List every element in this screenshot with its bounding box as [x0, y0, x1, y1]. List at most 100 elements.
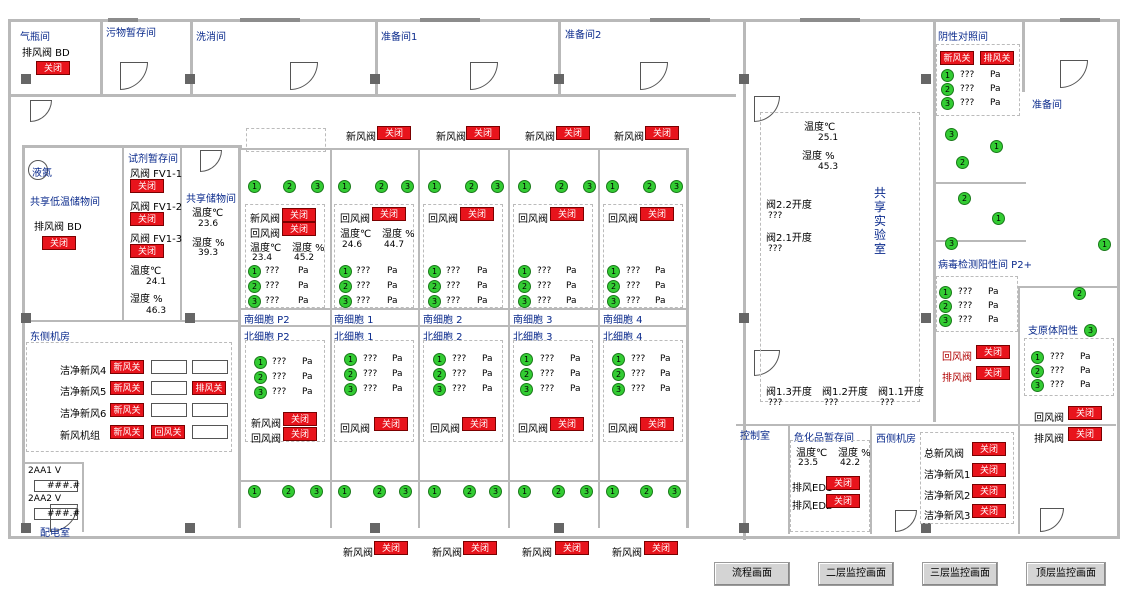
pressure-unit: Pa [482, 369, 493, 379]
north-cell4-return-button[interactable]: 关闭 [640, 417, 674, 431]
south-p2-return-button[interactable]: 关闭 [282, 222, 316, 236]
gas-exhaust-valve-button[interactable]: 关闭 [36, 61, 70, 75]
sensor-indicator: 3 [401, 180, 414, 193]
neg-control-panel [936, 44, 1020, 116]
exhaust-ed2-button[interactable]: 关闭 [826, 494, 860, 508]
pressure-unit: Pa [660, 369, 671, 379]
exhaust-valve-label: 排风阀 [942, 373, 972, 384]
pressure-value: ??? [356, 266, 371, 276]
room-north-p2: 北细胞 P2 [244, 332, 290, 343]
door-arc [120, 62, 148, 90]
myco-return-button[interactable]: 关闭 [1068, 406, 1102, 420]
sensor-indicator: 1 [941, 69, 954, 82]
sensor-indicator: 3 [310, 485, 323, 498]
south-p2-fresh-button[interactable]: 关闭 [282, 208, 316, 222]
north-cell2-bottom-fresh-button[interactable]: 关闭 [463, 541, 497, 555]
clean-fresh1-label: 洁净新风1 [924, 470, 971, 481]
room-reagent-temp: 试剂暂存间 [128, 154, 178, 165]
floor3-monitor-button[interactable]: 三层监控画面 [922, 562, 998, 586]
cell1-top-fresh-button[interactable]: 关闭 [377, 126, 411, 140]
aa2-value: ###.# [47, 509, 81, 519]
floor2-monitor-button[interactable]: 二层监控画面 [818, 562, 894, 586]
temp-value: 23.4 [252, 253, 273, 263]
flow-screen-button[interactable]: 流程画面 [714, 562, 790, 586]
wall-cell-c [508, 148, 510, 528]
sensor-indicator: 1 [248, 265, 261, 278]
pressure-unit: Pa [298, 296, 309, 306]
return-valve-label: 回风阀 [340, 424, 370, 435]
door-arc [895, 510, 917, 532]
north-p2-return-button[interactable]: 关闭 [283, 427, 317, 441]
north-cell2-return-button[interactable]: 关闭 [462, 417, 496, 431]
clean-fresh3-button[interactable]: 关闭 [972, 504, 1006, 518]
exhaust-ed1-button[interactable]: 关闭 [826, 476, 860, 490]
virus-return-button[interactable]: 关闭 [976, 345, 1010, 359]
return-valve-label: 回风阀 [430, 424, 460, 435]
myco-exhaust-button[interactable]: 关闭 [1068, 427, 1102, 441]
sensor-indicator: 2 [518, 280, 531, 293]
north-cell1-bottom-fresh-button[interactable]: 关闭 [374, 541, 408, 555]
south-cell2-return-button[interactable]: 关闭 [460, 207, 494, 221]
south-cell1-return-button[interactable]: 关闭 [372, 207, 406, 221]
room-hazmat: 危化品暂存间 [794, 433, 854, 444]
cell3-top-fresh-button[interactable]: 关闭 [556, 126, 590, 140]
fv1-1-button[interactable]: 关闭 [130, 179, 164, 193]
north-p2-fresh-button[interactable]: 关闭 [283, 412, 317, 426]
fv1-3-label: 风阀 FV1-3 [130, 234, 183, 245]
cell4-top-fresh-button[interactable]: 关闭 [645, 126, 679, 140]
sensor-indicator: 1 [428, 265, 441, 278]
wall-cell-b [418, 148, 420, 528]
corridor-wall-upper [10, 94, 736, 97]
clean-fresh2-button[interactable]: 关闭 [972, 484, 1006, 498]
sensor-indicator: 2 [956, 156, 969, 169]
pressure-value: ??? [452, 384, 467, 394]
clean-fresh5-button[interactable]: 新风关 [110, 381, 144, 395]
pressure-unit: Pa [387, 296, 398, 306]
sensor-indicator: 2 [465, 180, 478, 193]
north-cell1-return-button[interactable]: 关闭 [374, 417, 408, 431]
humidity-value: 44.7 [384, 240, 405, 250]
sensor-indicator: 1 [339, 265, 352, 278]
p2-top-placeholder [246, 128, 326, 152]
pillar [921, 523, 931, 533]
wall-prep2 [558, 22, 561, 96]
pressure-unit: Pa [990, 70, 1001, 80]
sensor-indicator: 1 [939, 286, 952, 299]
virus-exhaust-button[interactable]: 关闭 [976, 366, 1010, 380]
sensor-indicator: 3 [428, 295, 441, 308]
sensor-indicator: 3 [580, 485, 593, 498]
fv1-2-button[interactable]: 关闭 [130, 212, 164, 226]
fresh-unit-return-button[interactable]: 回风关 [151, 425, 185, 439]
wall-wash [190, 22, 193, 96]
sensor-indicator: 2 [283, 180, 296, 193]
clean-fresh4-button[interactable]: 新风关 [110, 360, 144, 374]
north-cell3-bottom-fresh-button[interactable]: 关闭 [555, 541, 589, 555]
neg-exhaust-off-button[interactable]: 排风关 [980, 51, 1014, 65]
north-cell4-bottom-fresh-button[interactable]: 关闭 [644, 541, 678, 555]
humidity-label: 湿度 % [382, 229, 415, 240]
fv1-3-button[interactable]: 关闭 [130, 244, 164, 258]
room-control: 控制室 [740, 431, 770, 442]
fresh-unit-button[interactable]: 新风关 [110, 425, 144, 439]
total-fresh-button[interactable]: 关闭 [972, 442, 1006, 456]
clean-fresh1-button[interactable]: 关闭 [972, 463, 1006, 477]
pressure-value: ??? [537, 266, 552, 276]
exhaust-ed1-label: 排风ED1 [792, 483, 833, 494]
sensor-indicator: 3 [311, 180, 324, 193]
south-cell3-return-button[interactable]: 关闭 [550, 207, 584, 221]
sensor-indicator: 2 [520, 368, 533, 381]
wall-cells-right [686, 148, 689, 528]
clean-fresh6-button[interactable]: 新风关 [110, 403, 144, 417]
sensor-indicator: 1 [612, 353, 625, 366]
return-valve-label: 回风阀 [1034, 413, 1064, 424]
neg-fresh-off-button[interactable]: 新风关 [940, 51, 974, 65]
pressure-unit: Pa [392, 354, 403, 364]
north-cell3-return-button[interactable]: 关闭 [550, 417, 584, 431]
lowtemp-exhaust-valve-button[interactable]: 关闭 [42, 236, 76, 250]
cell2-top-fresh-button[interactable]: 关闭 [466, 126, 500, 140]
south-cell4-return-button[interactable]: 关闭 [640, 207, 674, 221]
sensor-indicator: 1 [338, 485, 351, 498]
clean-fresh5-exhaust-button[interactable]: 排风关 [192, 381, 226, 395]
top-floor-monitor-button[interactable]: 顶层监控画面 [1026, 562, 1106, 586]
pillar [921, 313, 931, 323]
